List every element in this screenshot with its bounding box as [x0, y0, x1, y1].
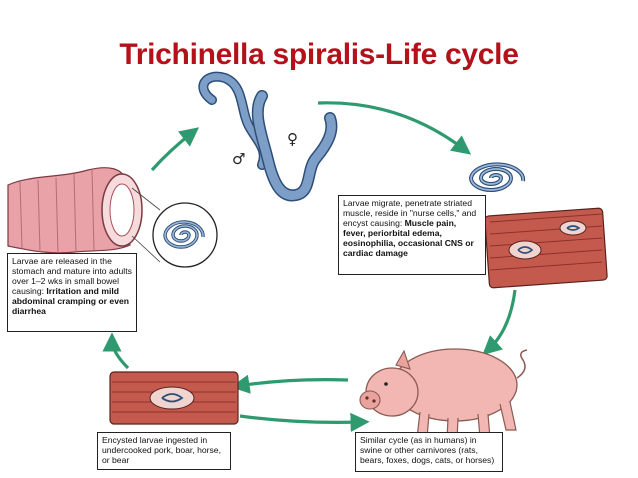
arrow-intestine-to-adults [150, 127, 200, 172]
male-symbol: ♂ [232, 150, 245, 168]
adult-worms: ♂ ♀ [198, 71, 338, 202]
pig [359, 348, 528, 441]
text-box-similar-cycle: Similar cycle (as in humans) in swine or… [355, 432, 503, 472]
text-box-encysted-larvae: Encysted larvae ingested in undercooked … [97, 432, 231, 470]
text-box-larvae-migrate: Larvae migrate, penetrate striated muscl… [338, 195, 486, 275]
muscle-tissue-cysts [484, 207, 608, 289]
arrow-adults-to-muscle [317, 101, 472, 155]
migrating-larva [462, 162, 530, 194]
arrow-cyst-to-intestine [102, 332, 130, 370]
arrow-cyst-to-pig [239, 412, 370, 432]
encysted-meat [109, 371, 239, 425]
text-box-larvae-released: Larvae are released in the stomach and m… [7, 253, 137, 332]
larvae-released-text: Larvae are released in the stomach and m… [12, 256, 132, 296]
arrow-muscle-to-pig [482, 289, 517, 356]
female-symbol: ♀ [287, 130, 298, 148]
larvae-migrate-bold: Muscle pain, fever, periorbital edema, e… [343, 218, 474, 258]
encysted-text: Encysted larvae ingested in undercooked … [102, 435, 221, 465]
page-title: Trichinella spiralis-Life cycle [119, 38, 519, 71]
magnified-larva [131, 187, 218, 268]
larvae-released-bold: Irritation and mild abdominal cramping o… [12, 286, 129, 316]
arrow-pig-to-cyst [230, 374, 349, 394]
small-intestine [7, 167, 143, 255]
similar-text: Similar cycle (as in humans) in swine or… [360, 435, 495, 465]
larvae-migrate-text: Larvae migrate, penetrate striated muscl… [343, 198, 477, 228]
